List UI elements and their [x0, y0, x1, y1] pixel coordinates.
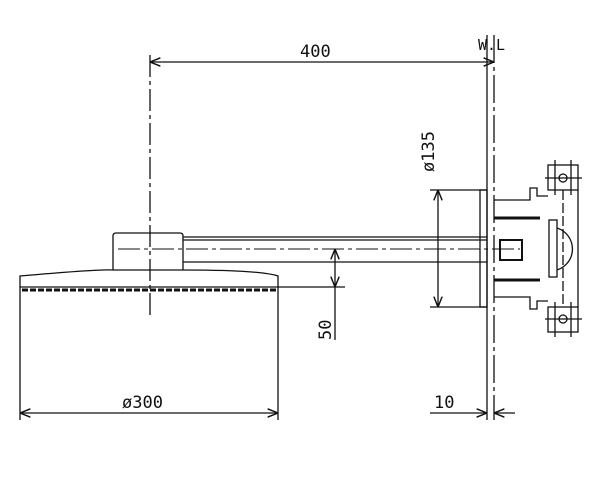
label-135: ø135 — [419, 131, 439, 172]
wall-line — [486, 35, 495, 420]
valve-top — [545, 160, 582, 195]
valve-bottom — [545, 302, 582, 337]
label-50: 50 — [316, 320, 336, 340]
label-10: 10 — [434, 393, 454, 413]
label-wall-line: W.L — [478, 36, 505, 54]
shower-arm — [118, 236, 520, 263]
label-300: ø300 — [122, 393, 163, 413]
wall-fitting — [479, 160, 582, 337]
label-400: 400 — [300, 42, 331, 62]
shower-head — [19, 232, 279, 292]
